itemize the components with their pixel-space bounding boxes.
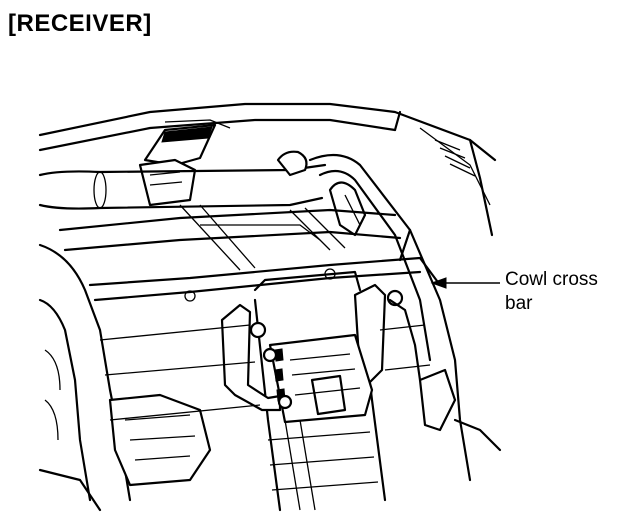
upper-rails bbox=[58, 204, 402, 271]
receiver-module bbox=[220, 270, 404, 512]
callout-leader bbox=[430, 277, 500, 289]
callout-line-2: bar bbox=[505, 293, 533, 314]
right-frame bbox=[308, 153, 502, 482]
callout-line-1: Cowl cross bbox=[505, 269, 598, 290]
receiver-bracket bbox=[138, 123, 217, 207]
lower-structure bbox=[99, 298, 431, 421]
diagram-title: [RECEIVER] bbox=[8, 10, 152, 37]
upper-duct bbox=[38, 150, 327, 210]
cowl-cross-bar-label: Cowl cross bar bbox=[505, 268, 598, 316]
dashboard-panel bbox=[38, 102, 497, 237]
left-panel bbox=[38, 243, 212, 512]
